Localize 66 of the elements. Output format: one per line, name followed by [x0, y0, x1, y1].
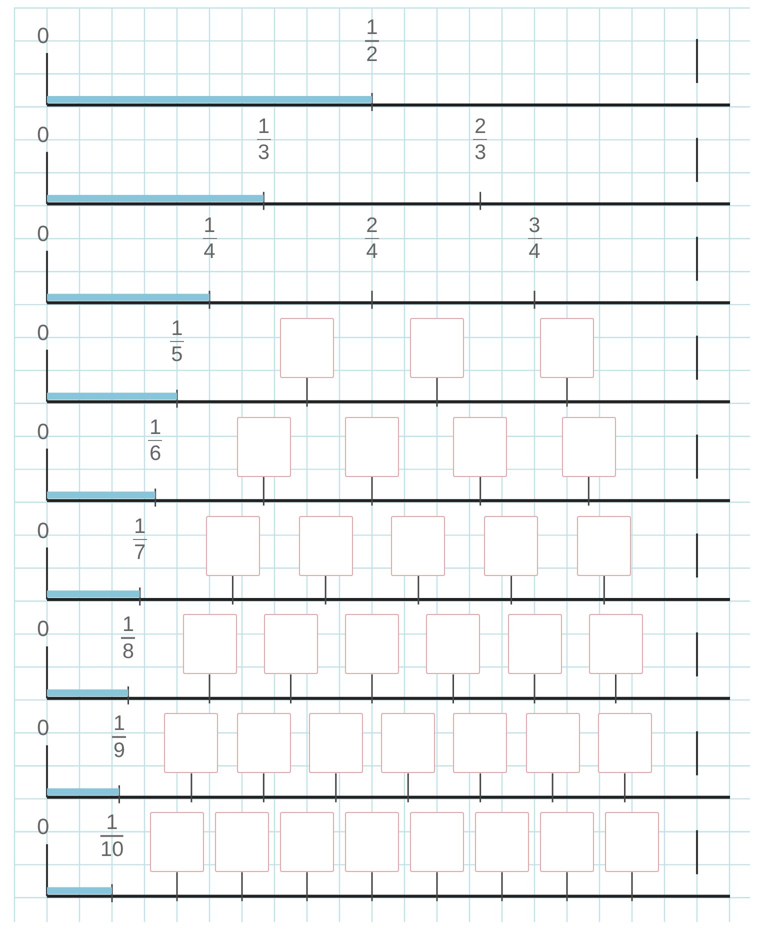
answer-box [280, 318, 334, 378]
denominator: 2 [366, 44, 378, 64]
answer-box [410, 812, 464, 872]
answer-box [475, 812, 529, 872]
numerator: 2 [474, 116, 486, 137]
answer-box [562, 416, 616, 477]
denominator: 3 [474, 142, 486, 164]
denominator: 7 [134, 542, 146, 563]
answer-box [508, 614, 562, 674]
answer-box [426, 614, 480, 674]
answer-box [605, 812, 659, 872]
denominator: 9 [113, 740, 126, 761]
answer-box [345, 614, 399, 674]
answer-box [577, 516, 632, 576]
denominator: 4 [528, 241, 540, 262]
numerator: 1 [134, 516, 146, 536]
answer-box [540, 812, 594, 872]
answer-box [164, 713, 218, 774]
answer-box [264, 614, 318, 674]
answer-box [150, 812, 204, 872]
answer-box [484, 516, 538, 576]
zero-label: 0 [37, 717, 50, 740]
answer-box [215, 812, 269, 872]
denominator: 4 [366, 241, 378, 262]
answer-box [298, 516, 353, 576]
answer-box [526, 713, 580, 774]
numerator: 3 [528, 214, 540, 236]
zero-label: 0 [37, 322, 50, 344]
answer-box [280, 812, 334, 872]
numerator: 1 [366, 17, 378, 38]
denominator: 4 [204, 241, 216, 262]
numerator: 1 [149, 416, 162, 438]
zero-label: 0 [37, 420, 50, 443]
answer-box [453, 416, 508, 477]
answer-box [236, 713, 291, 774]
numerator: 1 [258, 116, 270, 137]
denominator: 3 [258, 142, 270, 164]
answer-box [345, 416, 399, 477]
zero-label: 0 [37, 222, 50, 245]
answer-box [391, 516, 446, 576]
denominator: 8 [122, 640, 134, 662]
numerator: 1 [122, 614, 134, 636]
zero-label: 0 [37, 124, 50, 146]
answer-box [540, 318, 594, 378]
zero-label: 0 [37, 520, 50, 542]
answer-box [410, 318, 464, 378]
answer-box [598, 713, 652, 774]
numerator: 2 [366, 214, 378, 236]
answer-box [453, 713, 508, 774]
answer-box [236, 416, 291, 477]
zero-label: 0 [37, 618, 50, 640]
denominator: 5 [171, 344, 183, 366]
answer-box [381, 713, 436, 774]
zero-label: 0 [37, 816, 50, 838]
denominator: 6 [149, 443, 162, 464]
numerator: 1 [204, 214, 216, 236]
answer-box [308, 713, 363, 774]
answer-box [345, 812, 399, 872]
numerator: 1 [171, 318, 183, 339]
denominator: 10 [100, 838, 124, 860]
answer-box [206, 516, 260, 576]
zero-label: 0 [37, 25, 50, 47]
numerator: 1 [113, 713, 126, 734]
answer-box [182, 614, 236, 674]
numerator: 1 [106, 812, 118, 834]
answer-box [588, 614, 643, 674]
